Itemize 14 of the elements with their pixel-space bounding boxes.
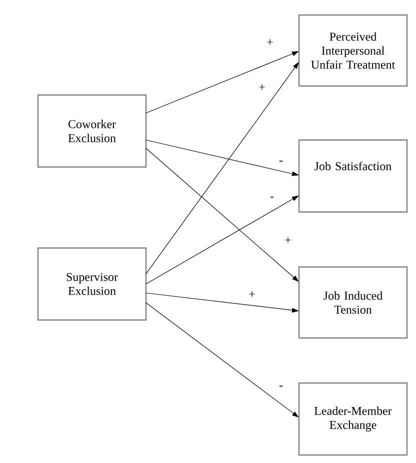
edge-label: + bbox=[258, 83, 266, 92]
variable-box: Job Induced Tension bbox=[298, 266, 408, 339]
variable-box: Supervisor Exclusion bbox=[37, 247, 147, 321]
variable-box: Perceived Interpersonal Unfair Treatment bbox=[298, 14, 408, 87]
variable-box: Job Satisfaction bbox=[298, 139, 408, 213]
edge-label: - bbox=[269, 196, 275, 201]
arrow bbox=[146, 148, 299, 282]
edge-label: - bbox=[278, 160, 284, 165]
edge-label: + bbox=[248, 290, 256, 299]
variable-box: Leader-Member Exchange bbox=[298, 382, 408, 456]
edge-label: - bbox=[278, 384, 284, 390]
edge-label: + bbox=[266, 38, 274, 47]
edge-label: + bbox=[284, 236, 292, 245]
variable-box: Coworker Exclusion bbox=[37, 94, 147, 168]
